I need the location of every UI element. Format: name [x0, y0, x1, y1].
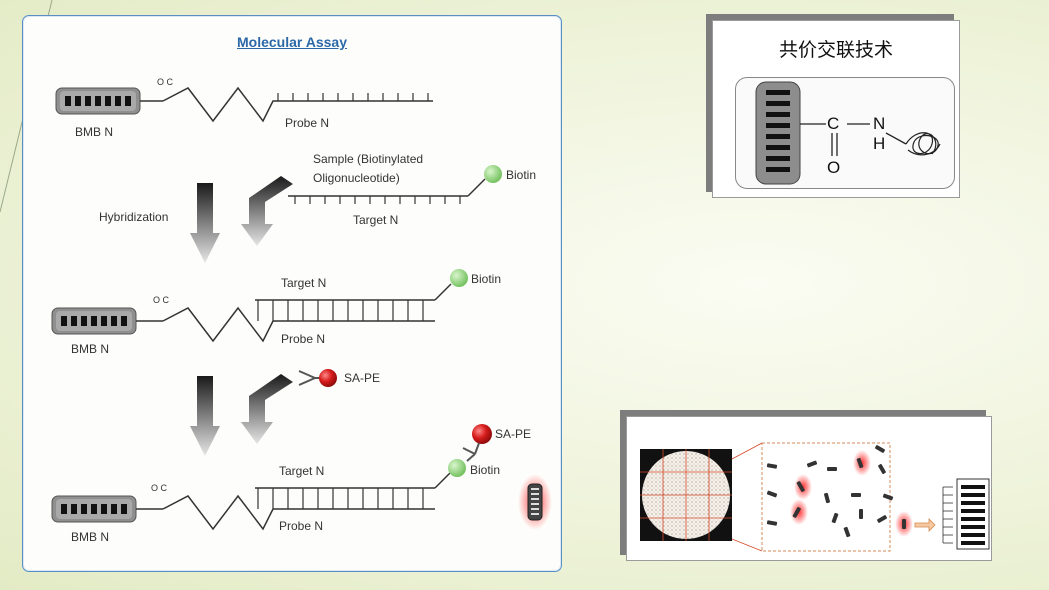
- sape-legend: [298, 369, 337, 387]
- sape-ball-bound: [472, 424, 492, 444]
- covalent-structure: C N H O: [735, 77, 955, 189]
- sample-bent-arrow: [241, 176, 293, 246]
- atom-h: H: [873, 134, 886, 153]
- sample-label-line2: Oligonucleotide): [313, 171, 400, 185]
- bead-label-2: BMB N: [71, 342, 110, 356]
- atom-c: C: [827, 114, 840, 133]
- bead-row-1: [55, 86, 433, 123]
- bead-row-3: [51, 424, 492, 531]
- sape-bent-arrow: [241, 374, 293, 444]
- bead-row-2: [51, 269, 468, 343]
- covalent-title: 共价交联技术: [778, 39, 893, 61]
- probe-label-3: Probe N: [279, 519, 324, 533]
- biotin-ball-3: [448, 459, 466, 477]
- bead-array-diagram: [640, 442, 990, 552]
- assay-title: Molecular Assay: [237, 34, 347, 50]
- covalent-crosslink-panel: 共价交联技术 C N H O: [712, 20, 960, 198]
- microarray-well-grid: [640, 449, 732, 541]
- sample-label-line1: Sample (Biotinylated: [313, 152, 424, 166]
- probe-label-1: Probe N: [285, 116, 330, 130]
- bead-particles: [766, 445, 906, 538]
- sample-strand: [288, 165, 502, 204]
- covalent-diagram: [755, 81, 941, 185]
- target-label-3: Target N: [279, 464, 325, 478]
- atom-n: N: [873, 114, 886, 133]
- barcode-icon: [942, 478, 990, 550]
- hybridization-label: Hybridization: [99, 210, 169, 224]
- target-label-2: Target N: [281, 276, 327, 290]
- probe-label-2: Probe N: [281, 332, 326, 346]
- probe-ticks-1: [277, 93, 429, 101]
- linker-label-3: O C: [151, 483, 168, 493]
- target-label-1: Target N: [353, 213, 399, 227]
- staining-arrow: [190, 376, 220, 456]
- sape-label-1: SA-PE: [344, 371, 381, 385]
- protein-squiggle-icon: [905, 132, 941, 156]
- linker-label-1: O C: [157, 77, 174, 87]
- atom-o: O: [827, 158, 841, 177]
- biotin-ball-2: [450, 269, 468, 287]
- biotin-label-3: Biotin: [470, 463, 501, 477]
- biotin-label-2: Biotin: [471, 272, 502, 286]
- linker-label-2: O C: [153, 295, 170, 305]
- bead-array-panel: [626, 416, 992, 561]
- arrow-right-icon: [914, 518, 936, 532]
- assay-diagram: [51, 86, 552, 531]
- bead-label-1: BMB N: [75, 125, 114, 139]
- molecular-assay-panel: Molecular Assay O C O C O C BMB N Probe …: [22, 15, 562, 572]
- sape-label-2: SA-PE: [495, 427, 532, 441]
- hybridization-arrow: [190, 183, 220, 263]
- bead-label-3: BMB N: [71, 530, 110, 544]
- fluorescent-bead-icon: [518, 474, 552, 530]
- biotin-ball-1: [484, 165, 502, 183]
- biotin-label-1: Biotin: [506, 168, 537, 182]
